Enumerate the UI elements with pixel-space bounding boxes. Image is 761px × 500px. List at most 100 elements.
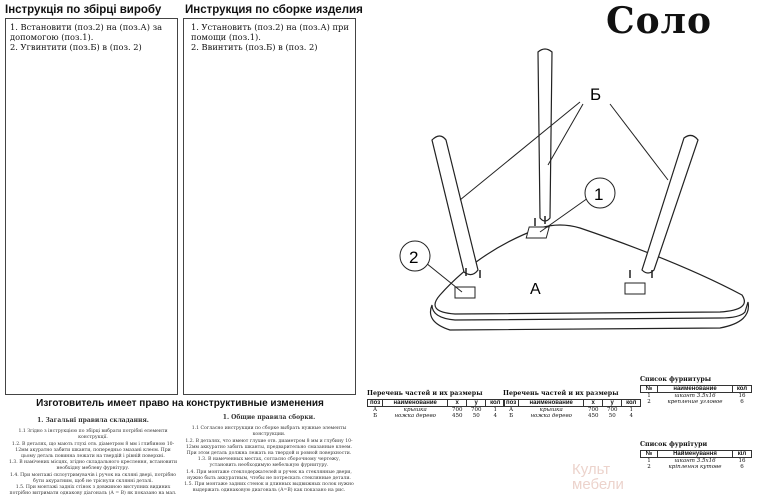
td: Б (509, 413, 514, 419)
td: 6 (740, 399, 744, 405)
td: 1 (647, 393, 651, 399)
th: кол (732, 385, 752, 393)
rule-line: 1.2. В деталях, что имеют глухие отв. ди… (185, 438, 353, 457)
rules-ru: 1. Общие правила сборки. 1.1 Согласно ин… (184, 414, 354, 494)
td: 2 (647, 464, 651, 470)
table-caption: Перечень частей и их размеры (367, 390, 483, 397)
th: № (640, 385, 658, 393)
td: 700 (470, 407, 482, 413)
th: кіл (732, 450, 752, 458)
ua-step: 2. Угвинтити (поз.Б) в (поз. 2) (10, 42, 142, 52)
assembly-drawing: Б А 1 2 (399, 48, 750, 331)
label-b: Б (590, 85, 601, 104)
ru-step: 1. Установить (поз.2) на (поз.А) при пом… (191, 22, 349, 42)
td: 6 (740, 464, 744, 470)
td: ножка дерево (530, 413, 572, 419)
th: кол (621, 399, 642, 407)
tabletop (434, 224, 745, 315)
rule-line: 1.1 Согласно инструкции по сборке выбрат… (191, 426, 347, 438)
th: поз (366, 399, 384, 407)
label-a: А (530, 281, 541, 298)
table-row: 2 крепление угловое 6 (641, 399, 752, 405)
rule-line: 1.5. При монтаже задних стенок и длинных… (184, 482, 354, 494)
watermark-line: мебели (572, 476, 624, 493)
th: Найменування (657, 450, 733, 458)
th: № (640, 450, 658, 458)
th: х (447, 399, 468, 407)
ru-step: 2. Ввинтить (поз.Б) в (поз. 2) (191, 42, 318, 52)
table-row: 2 кріплення кутове 6 (641, 464, 752, 470)
td: 4 (493, 413, 497, 419)
td: 450 (587, 413, 599, 419)
td: 450 (451, 413, 463, 419)
leg-middle (537, 48, 553, 222)
table-caption: Список фурнітури (640, 441, 708, 448)
watermark-line: Культ (572, 461, 611, 478)
th: х (583, 399, 604, 407)
td: шкант 3.5х16 (674, 393, 716, 399)
td: кріплення кутове (668, 464, 722, 470)
th: наименование (657, 385, 733, 393)
rules-ua: 1. Загальні правила складання. 1.1 Згідн… (8, 417, 178, 497)
td: 2 (647, 399, 651, 405)
td: крепление угловое (667, 399, 723, 405)
th: наименование (382, 399, 449, 407)
rule-line: 1.3. В намічених місцях, згідно складаль… (8, 460, 178, 472)
td: 16 (738, 393, 746, 399)
td: 50 (472, 413, 480, 419)
rule-line: 1.2. В деталях, що мають глухі отв. діам… (11, 441, 175, 460)
manufacturer-note: Изготовитель имеет право на конструктивн… (36, 398, 324, 409)
td: 1 (493, 407, 497, 413)
rule-line: 1.5. При монтажі задніх стінок з довжино… (9, 485, 177, 497)
td: 700 (606, 407, 618, 413)
td: 700 (451, 407, 463, 413)
rules-ru-title: 1. Общие правила сборки. (222, 414, 316, 421)
table-caption: Перечень частей и их размеры (503, 390, 619, 397)
table-row: 1 шкант 3.5х16 16 (641, 393, 752, 399)
rules-ua-title: 1. Загальні правила складання. (37, 417, 149, 424)
ru-steps-box: 1. Установить (поз.2) на (поз.А) при пом… (183, 18, 356, 395)
th: поз (502, 399, 520, 407)
td: крышка (539, 407, 563, 413)
td: 700 (587, 407, 599, 413)
brand-logo: Соло (606, 0, 713, 42)
leg-right (641, 134, 699, 274)
td: 16 (738, 458, 746, 464)
td: 1 (647, 458, 651, 464)
rule-line: 1.1 Згідно з інструкцією по збірці вибра… (18, 429, 168, 441)
td: Б (373, 413, 378, 419)
table-caption: Список фурнитуры (640, 376, 712, 383)
th: кол (485, 399, 506, 407)
th: у (466, 399, 487, 407)
th: у (602, 399, 623, 407)
ru-title: Инструкция по сборке изделия (185, 4, 363, 16)
rule-line: 1.3. В намеченных местах, согласно сборо… (197, 457, 341, 469)
callout-1: 1 (594, 185, 603, 204)
td: 1 (629, 407, 633, 413)
tabletop-edge (429, 301, 750, 331)
rule-line: 1.4. При монтажі склоутримувачів і ручок… (9, 472, 177, 484)
callout-2: 2 (409, 248, 418, 267)
leg-left (431, 135, 479, 276)
td: крышка (403, 407, 427, 413)
td: ножка дерево (394, 413, 436, 419)
td: 4 (629, 413, 633, 419)
rule-line: 1.4. При монтаже стеклодержателей и руче… (186, 469, 352, 481)
ua-steps-box: 1. Встановити (поз.2) на (поз.А) за допо… (5, 18, 178, 395)
ua-step: 1. Встановити (поз.2) на (поз.А) за допо… (10, 22, 163, 42)
td: А (509, 407, 514, 413)
ua-title: Інструкція по збірці виробу (5, 4, 162, 16)
td: А (373, 407, 378, 413)
th: наименование (518, 399, 585, 407)
td: 50 (608, 413, 616, 419)
